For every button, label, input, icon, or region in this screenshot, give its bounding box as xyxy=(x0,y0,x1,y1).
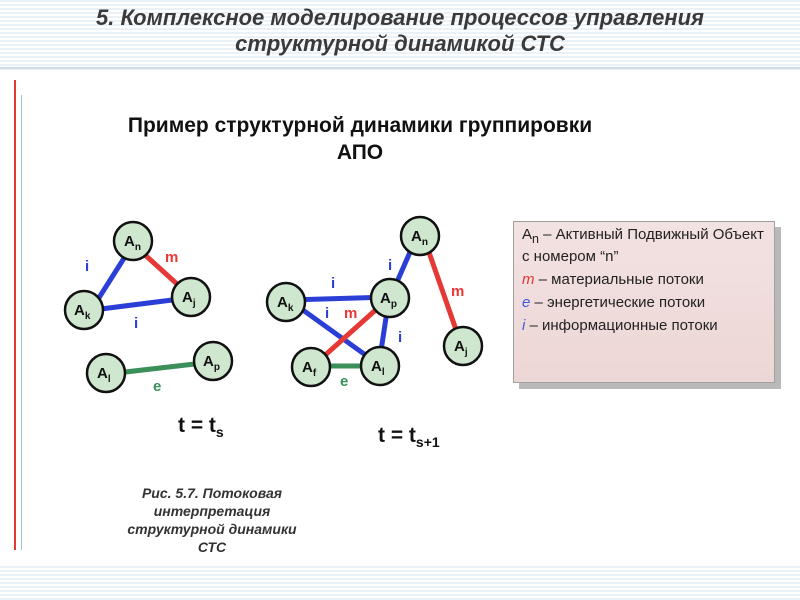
node-left-aj: Aj xyxy=(170,276,212,318)
node-right-af-sub: f xyxy=(313,368,317,379)
svg-text:An: An xyxy=(411,228,428,248)
edge-right-ak-ap-label: i xyxy=(331,275,335,292)
edge-right-af-al-label: e xyxy=(340,373,348,390)
time-label-ts-sub: s xyxy=(216,424,224,440)
legend-item-energy: e – энергетические потоки xyxy=(522,294,766,311)
edge-left-ak-aj-label: i xyxy=(134,315,138,332)
left-accent-red xyxy=(14,80,16,550)
footer-band xyxy=(0,566,800,600)
node-right-ap: Ap xyxy=(369,277,411,319)
node-left-al-sub: l xyxy=(108,374,111,385)
slide-title: 5. Комплексное моделирование процессов у… xyxy=(0,5,800,57)
svg-text:Al: Al xyxy=(371,358,385,378)
edge-right-ap-al-label: i xyxy=(398,329,402,346)
time-label-ts-main: t = t xyxy=(178,414,216,437)
svg-text:Ak: Ak xyxy=(277,294,294,314)
node-right-ap-sub: p xyxy=(391,299,397,310)
svg-text:Al: Al xyxy=(97,365,111,385)
diagram-heading: Пример структурной динамики группировки … xyxy=(80,112,640,166)
legend-text-i: – информационные потоки xyxy=(525,317,718,334)
edge-right-ap-an-label: i xyxy=(388,257,392,274)
node-right-ak: Ak xyxy=(265,281,307,323)
node-right-ap-label: A xyxy=(380,290,391,307)
legend-box: An – Активный Подвижный Объект с номером… xyxy=(513,221,775,383)
node-right-an-label: A xyxy=(411,228,422,245)
svg-text:Ap: Ap xyxy=(380,290,397,310)
node-right-af-label: A xyxy=(302,359,313,376)
figure-caption-line-3: структурной динамики xyxy=(127,521,297,537)
legend-text-e: – энергетические потоки xyxy=(530,294,706,311)
node-right-an: An xyxy=(399,215,441,257)
node-left-an-sub: n xyxy=(135,242,141,253)
figure-caption-line-2: интерпретация xyxy=(153,503,271,519)
edge-left-an-aj-label: m xyxy=(165,249,178,266)
node-right-al-label: A xyxy=(371,358,382,375)
header-rule xyxy=(0,67,800,69)
time-label-ts1-main: t = t xyxy=(378,424,416,447)
svg-text:Ak: Ak xyxy=(74,302,91,322)
diagram-heading-line-2: АПО xyxy=(336,141,384,164)
node-left-an: An xyxy=(112,220,154,262)
legend-key-e: e xyxy=(522,294,531,311)
left-accent-blue xyxy=(21,95,22,550)
edge-right-an-aj xyxy=(421,237,464,345)
edge-left-al-ap-label: e xyxy=(153,378,161,395)
node-left-ak: Ak xyxy=(63,289,105,331)
node-right-an-sub: n xyxy=(422,237,428,248)
node-right-aj-label: A xyxy=(454,338,465,355)
node-left-ap-sub: p xyxy=(214,362,220,373)
edge-left-an-ak-label: i xyxy=(85,258,89,275)
node-right-ak-label: A xyxy=(277,294,288,311)
figure-caption-line-1: Рис. 5.7. Потоковая xyxy=(141,485,283,501)
figure-caption-line-4: СТС xyxy=(197,539,227,555)
node-left-ap: Ap xyxy=(192,340,234,382)
node-right-ak-sub: k xyxy=(288,303,294,314)
node-left-aj-label: A xyxy=(182,289,193,306)
time-label-ts: t = ts xyxy=(178,414,224,440)
edge-right-an-aj-label: m xyxy=(451,283,464,300)
node-right-aj-sub: j xyxy=(464,347,468,358)
node-left-aj-sub: j xyxy=(192,298,196,309)
node-left-ak-label: A xyxy=(74,302,85,319)
svg-text:Aj: Aj xyxy=(182,289,196,309)
svg-text:Ap: Ap xyxy=(203,353,220,373)
node-left-an-label: A xyxy=(124,233,135,250)
legend-item-information: i – информационные потоки xyxy=(522,317,766,334)
node-left-al-label: A xyxy=(97,365,108,382)
diagram-heading-line-1: Пример структурной динамики группировки xyxy=(127,114,593,137)
legend-key-i: i xyxy=(522,317,526,334)
legend-key-m: m xyxy=(522,271,535,288)
time-label-ts1: t = ts+1 xyxy=(378,424,440,450)
node-right-al-sub: l xyxy=(382,367,385,378)
node-left-al: Al xyxy=(85,352,127,394)
figure-caption: Рис. 5.7. Потоковая интерпретация структ… xyxy=(92,484,332,556)
node-left-ap-label: A xyxy=(203,353,214,370)
slide-title-line-2: структурной динамикой СТС xyxy=(235,31,565,56)
edge-right-ak-al-label: i xyxy=(325,305,329,322)
legend-item-active-object: An – Активный Подвижный Объект с номером… xyxy=(522,226,766,265)
svg-text:Aj: Aj xyxy=(454,338,468,358)
edge-right-af-ap-label: m xyxy=(344,305,357,322)
node-right-af: Af xyxy=(290,346,332,388)
header-band xyxy=(0,0,800,70)
svg-text:Af: Af xyxy=(302,359,317,379)
time-label-ts1-sub: s+1 xyxy=(416,434,440,450)
svg-text:An: An xyxy=(124,233,141,253)
legend-key-an: An xyxy=(522,226,539,246)
legend-text-an: – Активный Подвижный Объект с номером “n… xyxy=(522,226,764,265)
node-right-al: Al xyxy=(359,345,401,387)
slide-title-line-1: 5. Комплексное моделирование процессов у… xyxy=(96,5,704,30)
legend-text-m: – материальные потоки xyxy=(534,271,704,288)
legend-item-material: m – материальные потоки xyxy=(522,271,766,288)
node-right-aj: Aj xyxy=(442,325,484,367)
node-left-ak-sub: k xyxy=(85,311,91,322)
